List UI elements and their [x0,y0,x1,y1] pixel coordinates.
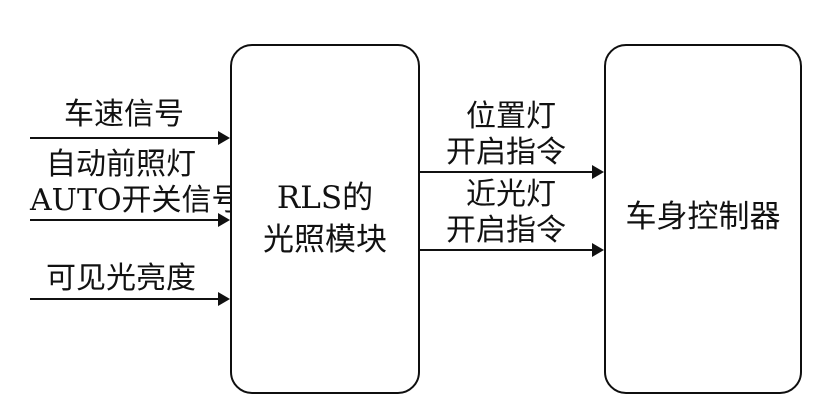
input-label-brightness: 可见光亮度 [46,261,196,296]
input-arrow-speed [30,131,230,145]
output-label-position-line1: 位置灯 [466,99,556,134]
body-controller-label: 车身控制器 [625,199,781,235]
input-arrow-brightness [30,292,230,306]
rls-light-module-box [230,44,420,394]
output-label-low-beam-line1: 近光灯 [466,177,556,212]
input-label-auto-line2: AUTO开关信号 [30,183,242,218]
output-arrow-low-beam [420,243,604,257]
output-label-position-line2: 开启指令 [446,135,566,170]
output-label-low-beam-line2: 开启指令 [446,213,566,248]
body-controller-box [604,44,802,394]
input-arrow-auto [30,213,230,227]
input-label-auto-line1: 自动前照灯 [46,147,196,182]
input-label-speed: 车速信号 [64,97,184,132]
output-arrow-position [420,165,604,179]
rls-module-label-line1: RLS的 [276,180,374,216]
rls-module-label-line2: 光照模块 [263,222,387,258]
